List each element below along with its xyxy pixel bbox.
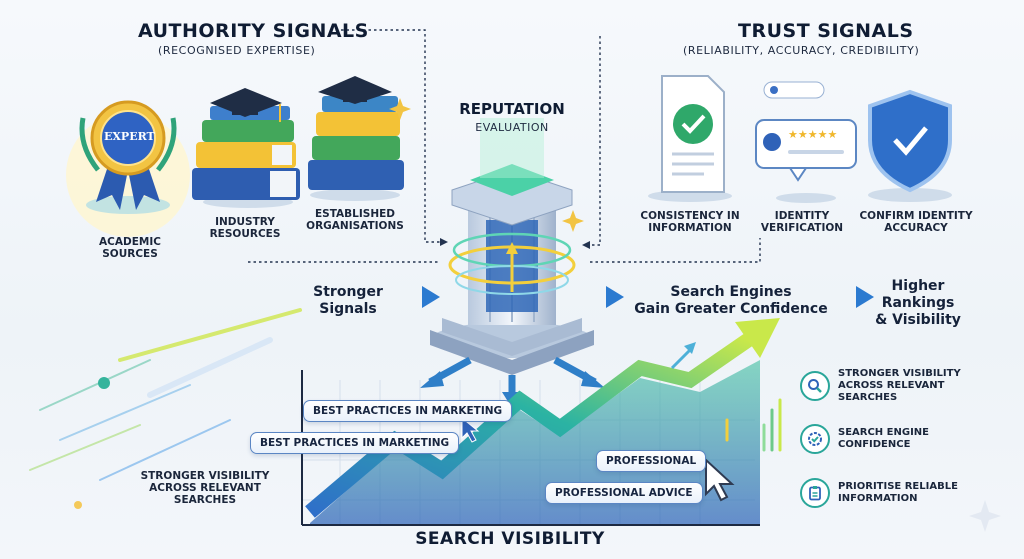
mini-bars-icon (725, 398, 782, 452)
cursor-icon (705, 457, 735, 502)
left-caption: STRONGER VISIBILITY ACROSS RELEVANT SEAR… (140, 470, 270, 506)
authority-subtitle: (RECOGNISED EXPERTISE) (158, 44, 316, 57)
flow-step-search-engines: Search Engines Gain Greater Confidence (634, 284, 828, 317)
trust-item-confirm: CONFIRM IDENTITY ACCURACY (859, 210, 973, 234)
flow-step-stronger-signals: Stronger Signals (313, 284, 383, 317)
benefit-item: SEARCH ENGINE CONFIDENCE (800, 424, 929, 454)
chart-title: SEARCH VISIBILITY (415, 529, 605, 549)
clipboard-icon (800, 478, 830, 508)
authority-title: AUTHORITY SIGNALS (138, 20, 369, 42)
flow-arrows (392, 286, 874, 308)
cursor-icon (461, 416, 480, 443)
benefit-item: STRONGER VISIBILITY ACROSS RELEVANT SEAR… (800, 368, 961, 404)
query-pill-professional-advice[interactable]: PROFESSIONAL ADVICE (545, 482, 703, 504)
trust-item-consistency: CONSISTENCY IN INFORMATION (640, 210, 740, 234)
identity-card-icon: ★★★★★ (755, 81, 857, 203)
books-graduation-icon (192, 88, 300, 208)
reputation-subtitle: EVALUATION (475, 121, 549, 134)
pillar-down-arrows (420, 356, 605, 408)
sparkle-icon (969, 500, 1001, 532)
trust-title: TRUST SIGNALS (738, 20, 914, 42)
dot-icon (98, 377, 110, 389)
magnifier-icon (800, 371, 830, 401)
trust-item-identity: IDENTITY VERIFICATION (760, 210, 844, 234)
dotted-connectors (248, 29, 761, 263)
trust-subtitle: (RELIABILITY, ACCURACY, CREDIBILITY) (683, 44, 920, 57)
benefit-text: SEARCH ENGINE CONFIDENCE (838, 427, 929, 450)
check-gear-icon (800, 424, 830, 454)
query-pill-best-practices-1[interactable]: BEST PRACTICES IN MARKETING (303, 400, 513, 422)
query-pill-professional[interactable]: PROFESSIONAL (596, 450, 707, 472)
expert-badge-label: EXPERT (104, 130, 155, 143)
authority-item-organisations: ESTABLISHED ORGANISATIONS (306, 208, 404, 232)
query-pill-best-practices-2[interactable]: BEST PRACTICES IN MARKETING (250, 432, 460, 454)
benefit-text: PRIORITISE RELIABLE INFORMATION (838, 481, 958, 504)
svg-text:★★★★★: ★★★★★ (788, 128, 837, 141)
shield-check-icon (868, 89, 952, 202)
authority-item-academic: ACADEMIC SOURCES (99, 236, 161, 260)
reputation-pillar-icon (430, 118, 594, 375)
flow-step-higher-rankings: Higher Rankings & Visibility (875, 278, 961, 328)
reputation-title: REPUTATION (459, 100, 565, 118)
document-check-icon (648, 75, 732, 202)
benefit-text: STRONGER VISIBILITY ACROSS RELEVANT SEAR… (838, 368, 961, 403)
dot-icon (74, 501, 82, 509)
organisation-books-icon (308, 76, 411, 201)
speed-lines (29, 308, 302, 481)
expert-medal-icon (66, 100, 190, 237)
benefit-item: PRIORITISE RELIABLE INFORMATION (800, 478, 958, 508)
authority-item-industry: INDUSTRY RESOURCES (209, 216, 281, 240)
